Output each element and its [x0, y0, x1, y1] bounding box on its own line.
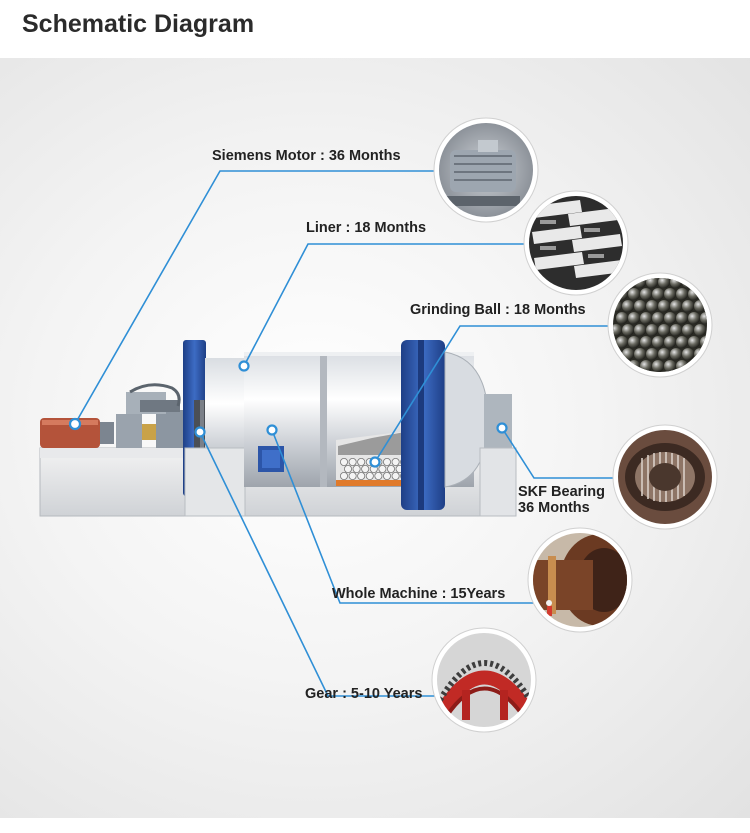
girth-gear-photo-icon [431, 627, 537, 733]
motor-label: Siemens Motor : 36 Months [212, 148, 401, 164]
grinding-balls-photo-icon [607, 272, 713, 378]
page-title: Schematic Diagram [22, 10, 255, 38]
leader-dots [68, 360, 508, 468]
gear-label: Gear : 5-10 Years [305, 686, 423, 702]
liner-photo-icon [523, 190, 629, 296]
whole-machine-label: Whole Machine : 15Years [332, 586, 506, 602]
leader-lines [74, 170, 620, 697]
header: Schematic Diagram [0, 0, 750, 58]
bearing-label-line1: SKF Bearing [518, 484, 606, 500]
grinding-ball-label: Grinding Ball : 18 Months [410, 302, 586, 318]
bearing-photo-icon [612, 424, 718, 530]
ball-mill-machine [39, 340, 517, 517]
liner-label: Liner : 18 Months [306, 220, 427, 236]
bearing-label-line2: 36 Months [518, 500, 590, 516]
bearing-label: SKF Bearing 36 Months [518, 484, 605, 516]
motor-photo-icon [433, 117, 539, 223]
mill-shell-photo-icon [527, 527, 633, 633]
bottom-strip [0, 818, 750, 833]
